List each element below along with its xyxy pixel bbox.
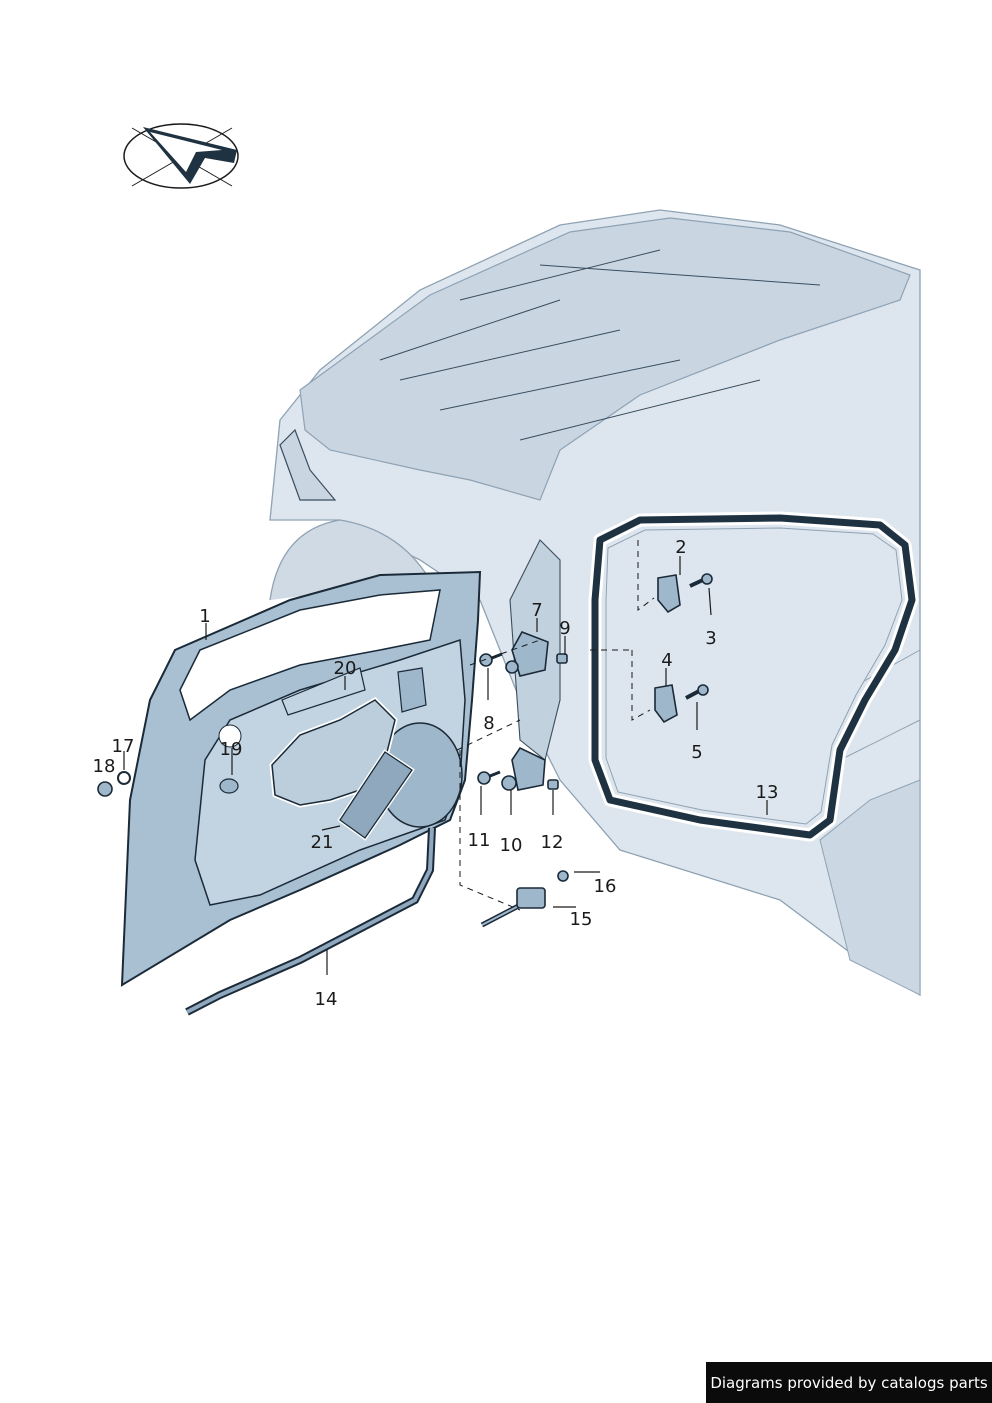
callout-4: 4 bbox=[661, 650, 672, 671]
callout-1: 1 bbox=[199, 606, 210, 627]
leader-lines bbox=[123, 556, 768, 975]
upper-hinge-7 bbox=[505, 631, 549, 677]
callout-5: 5 bbox=[691, 742, 702, 763]
callout-16: 16 bbox=[594, 876, 617, 897]
bolt-11 bbox=[477, 770, 501, 785]
callout-7: 7 bbox=[531, 600, 542, 621]
callout-13: 13 bbox=[756, 782, 779, 803]
hinge-bracket-4 bbox=[654, 684, 678, 724]
callout-17: 17 bbox=[112, 736, 135, 757]
grommet-17 bbox=[117, 771, 131, 785]
bolt-3 bbox=[689, 573, 713, 588]
callout-12: 12 bbox=[541, 832, 564, 853]
callout-11: 11 bbox=[468, 830, 491, 851]
footer-credit: Diagrams provided by catalogs parts bbox=[706, 1362, 992, 1403]
lower-hinge-10 bbox=[501, 746, 546, 791]
cap-12 bbox=[547, 779, 559, 790]
callout-19: 19 bbox=[220, 739, 243, 760]
callout-21: 21 bbox=[311, 832, 334, 853]
callout-9: 9 bbox=[559, 618, 570, 639]
callout-20: 20 bbox=[334, 658, 357, 679]
callout-10: 10 bbox=[500, 835, 523, 856]
door-check-15 bbox=[480, 887, 546, 928]
callout-15: 15 bbox=[570, 909, 593, 930]
panel-21 bbox=[337, 749, 415, 841]
bolt-5 bbox=[685, 684, 709, 700]
callout-14: 14 bbox=[315, 989, 338, 1010]
cap-9 bbox=[556, 653, 568, 664]
hinge-bracket-2 bbox=[657, 574, 681, 614]
callout-3: 3 bbox=[705, 628, 716, 649]
nut-18 bbox=[97, 781, 113, 797]
direction-arrow-icon bbox=[123, 123, 239, 189]
bolt-8 bbox=[479, 652, 503, 667]
plug-19 bbox=[218, 724, 242, 794]
callout-8: 8 bbox=[483, 713, 494, 734]
callout-labels: 1 2 3 4 5 7 8 9 10 11 12 13 14 15 16 17 … bbox=[93, 537, 779, 1010]
callout-2: 2 bbox=[675, 537, 686, 558]
door-seal-14 bbox=[185, 827, 436, 1016]
callout-18: 18 bbox=[93, 756, 116, 777]
bolt-16 bbox=[557, 870, 569, 882]
